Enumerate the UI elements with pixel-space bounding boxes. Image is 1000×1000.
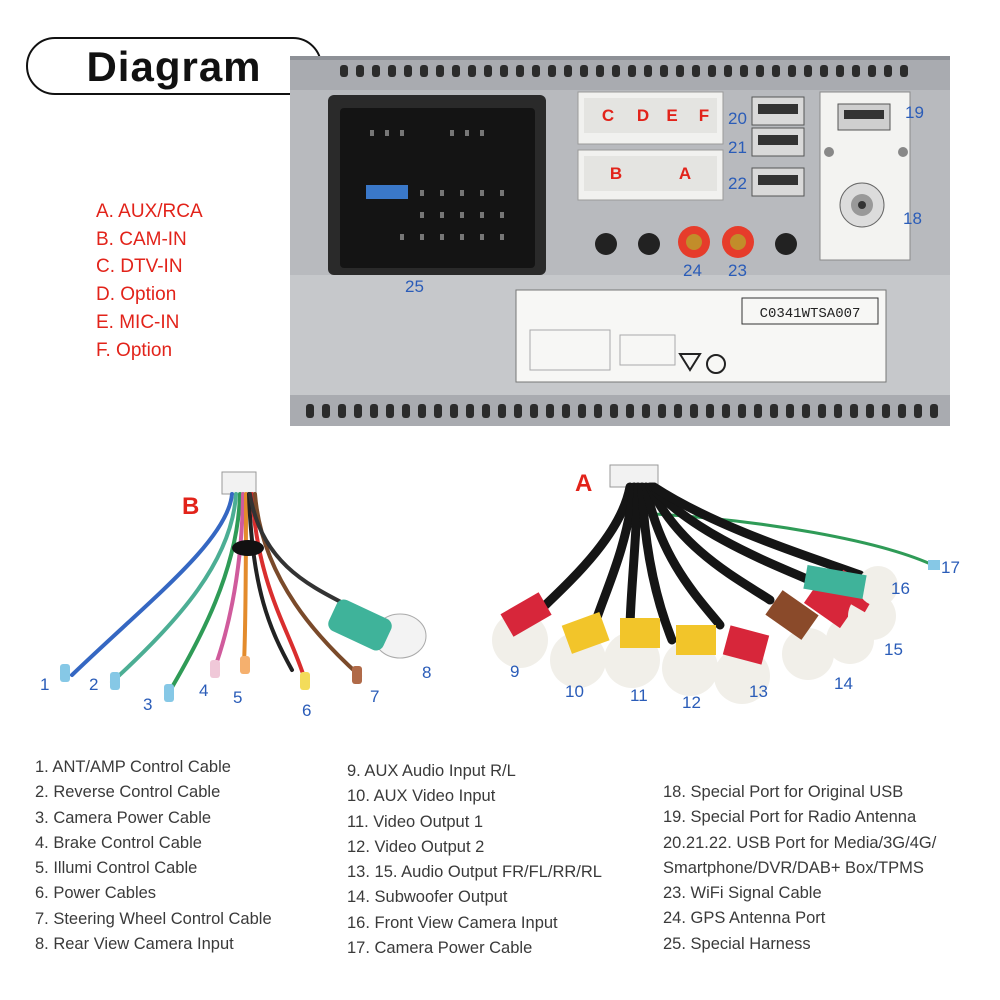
legend-column-1: 1. ANT/AMP Control Cable 2. Reverse Cont…	[35, 755, 272, 957]
legend-item: Smartphone/DVR/DAB+ Box/TPMS	[663, 856, 936, 881]
legend-item: 20.21.22. USB Port for Media/3G/4G/	[663, 831, 936, 856]
cable-number-1: 1	[40, 675, 49, 694]
cable-number-14: 14	[834, 674, 853, 693]
legend-item: 14. Subwoofer Output	[347, 885, 602, 910]
cable-number-7: 7	[370, 687, 379, 706]
legend-column-3: 18. Special Port for Original USB 19. Sp…	[663, 780, 936, 957]
legend-item: 12. Video Output 2	[347, 835, 602, 860]
product-label-sticker: C0341WTSA007	[516, 290, 886, 382]
cable-number-12: 12	[682, 693, 701, 712]
harness-b-letter: B	[182, 493, 199, 520]
port-number-19: 19	[905, 103, 924, 122]
cable-number-6: 6	[302, 701, 311, 720]
port-number-22: 22	[728, 174, 747, 193]
cable-number-3: 3	[143, 695, 152, 714]
legend-item: 25. Special Harness	[663, 932, 936, 957]
connector-letter-e: E	[666, 106, 677, 125]
usb-ports	[752, 97, 804, 196]
port-number-18: 18	[903, 209, 922, 228]
legend-item: 24. GPS Antenna Port	[663, 906, 936, 931]
legend-item: 2. Reverse Control Cable	[35, 780, 272, 805]
legend-item: 17. Camera Power Cable	[347, 936, 602, 961]
cable-number-5: 5	[233, 688, 242, 707]
port-number-23: 23	[728, 261, 747, 280]
port-number-21: 21	[728, 138, 747, 157]
port-number-24: 24	[683, 261, 702, 280]
connector-letter-d: D	[637, 106, 649, 125]
legend-item: 3. Camera Power Cable	[35, 806, 272, 831]
legend-item: 7. Steering Wheel Control Cable	[35, 907, 272, 932]
cable-number-17: 17	[941, 558, 960, 577]
cable-number-4: 4	[199, 681, 208, 700]
legend-item: 10. AUX Video Input	[347, 784, 602, 809]
connector-block-ba	[578, 150, 723, 200]
legend-column-2: 9. AUX Audio Input R/L 10. AUX Video Inp…	[347, 759, 602, 961]
head-unit-rear-panel: C D E F B A	[290, 56, 950, 426]
harness-a-letter: A	[575, 470, 592, 497]
legend-item: 5. Illumi Control Cable	[35, 856, 272, 881]
connector-letter-c: C	[602, 106, 614, 125]
connector-letter-a: A	[679, 164, 691, 183]
legend-item: 1. ANT/AMP Control Cable	[35, 755, 272, 780]
legend-item: 4. Brake Control Cable	[35, 831, 272, 856]
legend-item: 8. Rear View Camera Input	[35, 932, 272, 957]
connector-letter-f: F	[699, 106, 709, 125]
cable-number-13: 13	[749, 682, 768, 701]
cable-number-9: 9	[510, 662, 519, 681]
cable-number-11: 11	[630, 686, 648, 705]
harness-b-numbers: 1 2 3 4 5 6 7 8	[40, 663, 431, 720]
connector-letter-b: B	[610, 164, 622, 183]
harness-a: A 9 10 11 12	[492, 465, 960, 712]
legend-item: 6. Power Cables	[35, 881, 272, 906]
cable-number-10: 10	[565, 682, 584, 701]
legend-item: 23. WiFi Signal Cable	[663, 881, 936, 906]
cable-number-16: 16	[891, 579, 910, 598]
legend-item: 16. Front View Camera Input	[347, 911, 602, 936]
port-number-25: 25	[405, 277, 424, 296]
legend-item: 9. AUX Audio Input R/L	[347, 759, 602, 784]
cable-number-2: 2	[89, 675, 98, 694]
legend-item: 18. Special Port for Original USB	[663, 780, 936, 805]
main-harness-socket-25	[328, 95, 546, 275]
cable-number-8: 8	[422, 663, 431, 682]
legend-item: 11. Video Output 1	[347, 810, 602, 835]
label-code: C0341WTSA007	[760, 306, 861, 322]
port-number-20: 20	[728, 109, 747, 128]
antenna-usb-module	[820, 92, 910, 260]
legend-item: 19. Special Port for Radio Antenna	[663, 805, 936, 830]
harness-b: B 1 2 3 4 5 6 7	[40, 472, 431, 720]
legend-item: 13. 15. Audio Output FR/FL/RR/RL	[347, 860, 602, 885]
cable-number-15: 15	[884, 640, 903, 659]
